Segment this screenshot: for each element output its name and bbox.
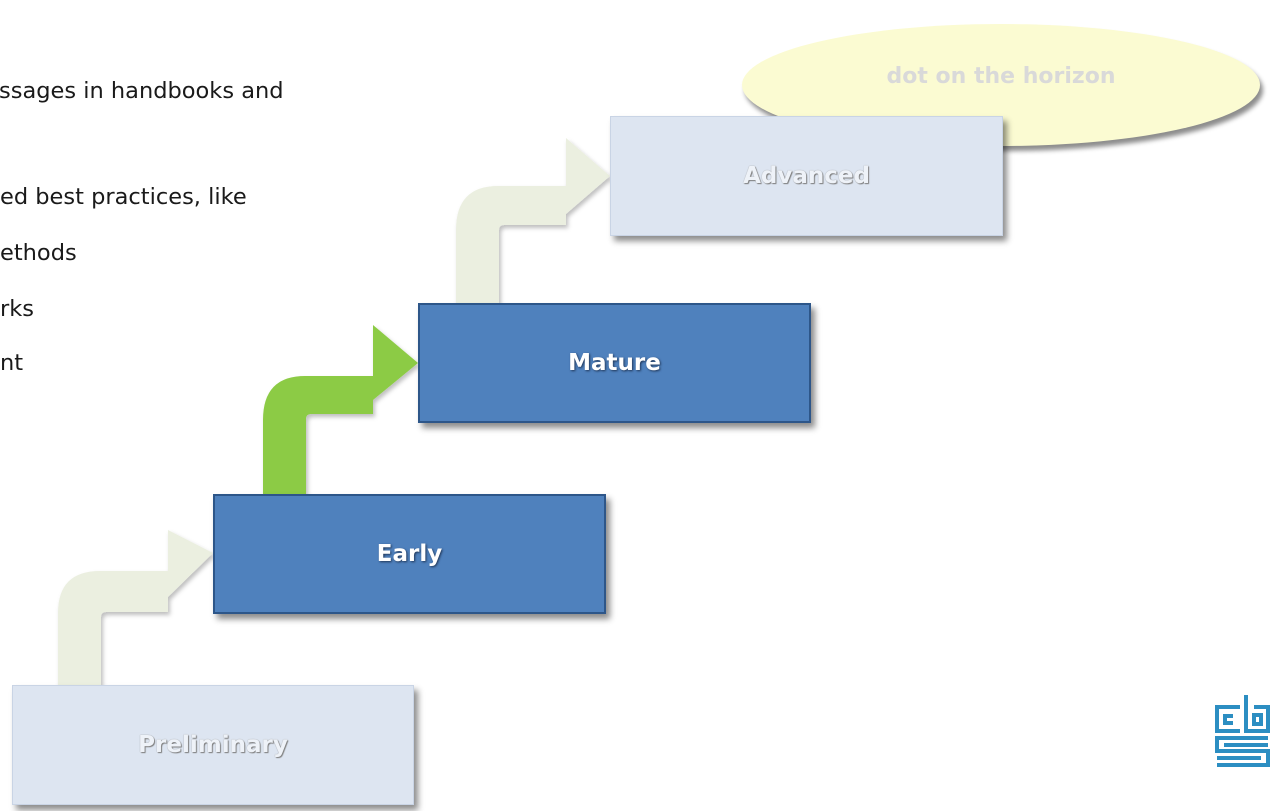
stage-mature-label: Mature [568,350,661,376]
arrow-early-to-mature [263,325,418,494]
bullet-line-4: rks [0,296,35,322]
bullet-line-2: ed best practices, like [0,184,247,210]
cbs-logo-icon [1215,695,1270,767]
stage-mature: Mature [418,303,811,423]
stage-preliminary: Preliminary [12,685,414,805]
bullet-line-3: ethods [0,240,77,266]
stage-advanced-label: Advanced [743,163,870,189]
stage-early: Early [213,494,606,614]
stage-early-label: Early [376,541,443,567]
bullet-line-1: ssages in handbooks and [0,78,284,104]
stage-advanced: Advanced [610,116,1003,236]
bullet-line-5: nt [0,350,24,376]
arrow-preliminary-to-early [58,530,213,685]
arrow-mature-to-advanced [456,138,610,303]
stage-preliminary-label: Preliminary [138,732,288,758]
goal-label: dot on the horizon [886,63,1116,89]
